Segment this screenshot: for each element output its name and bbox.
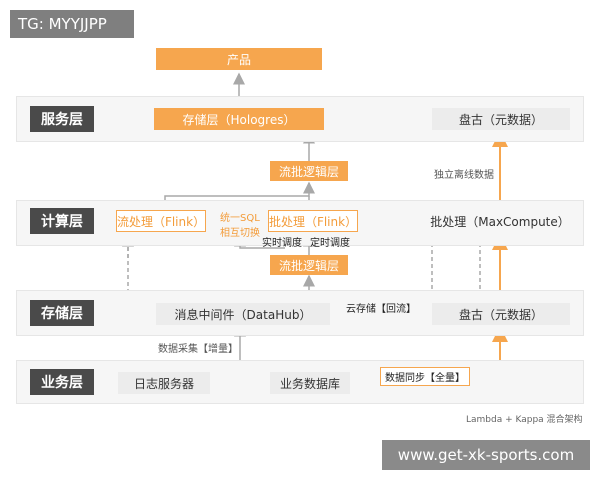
label-data-collect: 数据采集【增量】: [158, 344, 238, 355]
tg-watermark: TG: MYYJJPP: [10, 10, 134, 38]
label-realtime-schedule: 实时调度: [262, 238, 302, 249]
node-maxcompute: 批处理（MaxCompute）: [430, 210, 570, 232]
label-data-sync: 数据同步【全量】: [380, 367, 470, 386]
layer-band-business: [16, 360, 584, 404]
label-unified-sql: 统一SQL: [220, 213, 260, 224]
layer-label-storage: 存储层: [30, 300, 94, 326]
node-batch-logic-top: 流批逻辑层: [270, 161, 348, 181]
node-pangu-meta-bottom: 盘古（元数据）: [432, 303, 570, 325]
label-mutual-switch: 相互切换: [220, 228, 260, 239]
node-datahub: 消息中间件（DataHub）: [156, 303, 330, 325]
layer-label-compute: 计算层: [30, 208, 94, 234]
node-biz-db: 业务数据库: [270, 372, 350, 394]
layer-label-service: 服务层: [30, 106, 94, 132]
node-stream-flink: 流处理（Flink）: [116, 210, 206, 232]
label-cloud-storage: 云存储【回流】: [346, 304, 416, 315]
node-log-server: 日志服务器: [118, 372, 210, 394]
node-pangu-meta-top: 盘古（元数据）: [432, 108, 570, 130]
layer-label-business: 业务层: [30, 369, 94, 395]
url-watermark: www.get-xk-sports.com: [382, 440, 590, 470]
node-batch-flink: 批处理（Flink）: [268, 210, 358, 232]
label-offline-data: 独立离线数据: [434, 170, 494, 181]
node-product: 产品: [156, 48, 322, 70]
diagram-caption: Lambda + Kappa 混合架构: [466, 415, 583, 425]
node-batch-logic-mid: 流批逻辑层: [270, 255, 348, 275]
node-hologres: 存储层（Hologres）: [154, 108, 324, 130]
label-timed-schedule: 定时调度: [310, 238, 350, 249]
